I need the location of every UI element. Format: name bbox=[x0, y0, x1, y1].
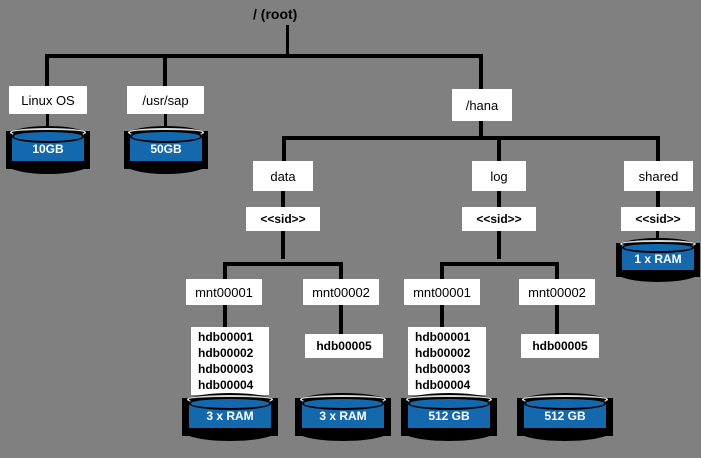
connector-root-down bbox=[286, 25, 289, 56]
node-hdb-group-log-2[interactable]: hdb00005 bbox=[521, 334, 599, 358]
node-mnt-log-1[interactable]: mnt00001 bbox=[404, 279, 480, 305]
connector-linuxos-disk bbox=[46, 113, 49, 132]
connector-sid-data-down bbox=[281, 230, 285, 259]
disk-label: 3 x RAM bbox=[319, 408, 367, 423]
node-linux-os[interactable]: Linux OS bbox=[9, 86, 87, 114]
connector-shared-sid bbox=[656, 190, 660, 208]
connector-drop-data bbox=[282, 136, 286, 164]
connector-drop-data-mnt2 bbox=[339, 262, 343, 281]
disk-data-mnt2: 3 x RAM bbox=[295, 393, 391, 441]
connector-hana-bus bbox=[282, 136, 660, 140]
node-hdb-group-data-2[interactable]: hdb00005 bbox=[305, 334, 383, 358]
connector-hana-down bbox=[479, 120, 483, 139]
disk-highlight bbox=[299, 394, 387, 404]
connector-mnt-data-1-hdb bbox=[223, 304, 227, 329]
connector-sid-log-down bbox=[497, 230, 501, 259]
disk-shared: 1 x RAM bbox=[616, 238, 700, 282]
node-mnt-log-2[interactable]: mnt00002 bbox=[519, 279, 595, 305]
connector-sid-shared-disk bbox=[656, 230, 659, 241]
connector-usrsap-disk bbox=[164, 113, 167, 132]
connector-data-mnt-bus bbox=[223, 262, 343, 266]
connector-drop-log-mnt2 bbox=[555, 262, 559, 281]
connector-mnt-log-1-hdb bbox=[440, 304, 444, 329]
connector-drop-hana bbox=[479, 54, 483, 90]
disk-label: 3 x RAM bbox=[206, 408, 254, 423]
disk-highlight bbox=[521, 394, 609, 404]
disk-highlight bbox=[128, 127, 204, 137]
connector-mnt-log-2-hdb bbox=[555, 304, 559, 336]
node-hdb-group-data-1[interactable]: hdb00001 hdb00002 hdb00003 hdb00004 bbox=[191, 327, 269, 395]
disk-linux-os: 10GB bbox=[6, 126, 90, 174]
node-hdb-group-log-1[interactable]: hdb00001 hdb00002 hdb00003 hdb00004 bbox=[408, 327, 486, 395]
disk-log-mnt1: 512 GB bbox=[401, 393, 497, 441]
disk-label: 50GB bbox=[150, 141, 182, 156]
connector-log-sid bbox=[497, 190, 501, 208]
disk-label: 512 GB bbox=[428, 408, 470, 423]
node-sid-shared[interactable]: <<sid>> bbox=[621, 207, 695, 231]
connector-mnt-data-2-hdb bbox=[339, 304, 343, 336]
disk-log-mnt2: 512 GB bbox=[517, 393, 613, 441]
connector-data-sid bbox=[281, 190, 285, 208]
node-sid-log[interactable]: <<sid>> bbox=[462, 207, 536, 231]
connector-drop-data-mnt1 bbox=[223, 262, 227, 281]
node-mnt-data-2[interactable]: mnt00002 bbox=[303, 279, 379, 305]
disk-label: 512 GB bbox=[544, 408, 586, 423]
node-sid-data[interactable]: <<sid>> bbox=[246, 207, 320, 231]
disk-highlight bbox=[405, 394, 493, 404]
node-data[interactable]: data bbox=[253, 161, 313, 191]
connector-drop-log-mnt1 bbox=[440, 262, 444, 281]
node-usr-sap[interactable]: /usr/sap bbox=[127, 86, 204, 114]
disk-label: 10GB bbox=[32, 141, 64, 156]
disk-highlight bbox=[186, 394, 274, 404]
connector-drop-linuxos bbox=[45, 54, 49, 90]
connector-drop-log bbox=[497, 136, 501, 164]
disk-data-mnt1: 3 x RAM bbox=[182, 393, 278, 441]
connector-drop-usrsap bbox=[163, 54, 167, 90]
node-shared[interactable]: shared bbox=[624, 161, 693, 191]
connector-log-mnt-bus bbox=[440, 262, 559, 266]
connector-drop-shared bbox=[656, 136, 660, 164]
connector-level1-bus bbox=[45, 54, 483, 58]
disk-highlight bbox=[10, 127, 86, 137]
disk-label: 1 x RAM bbox=[634, 251, 682, 266]
disk-usr-sap: 50GB bbox=[124, 126, 208, 174]
node-log[interactable]: log bbox=[472, 161, 526, 191]
disk-highlight bbox=[620, 239, 696, 248]
root-node-label: / (root) bbox=[253, 6, 298, 22]
node-hana[interactable]: /hana bbox=[452, 89, 512, 121]
node-mnt-data-1[interactable]: mnt00001 bbox=[186, 279, 262, 305]
